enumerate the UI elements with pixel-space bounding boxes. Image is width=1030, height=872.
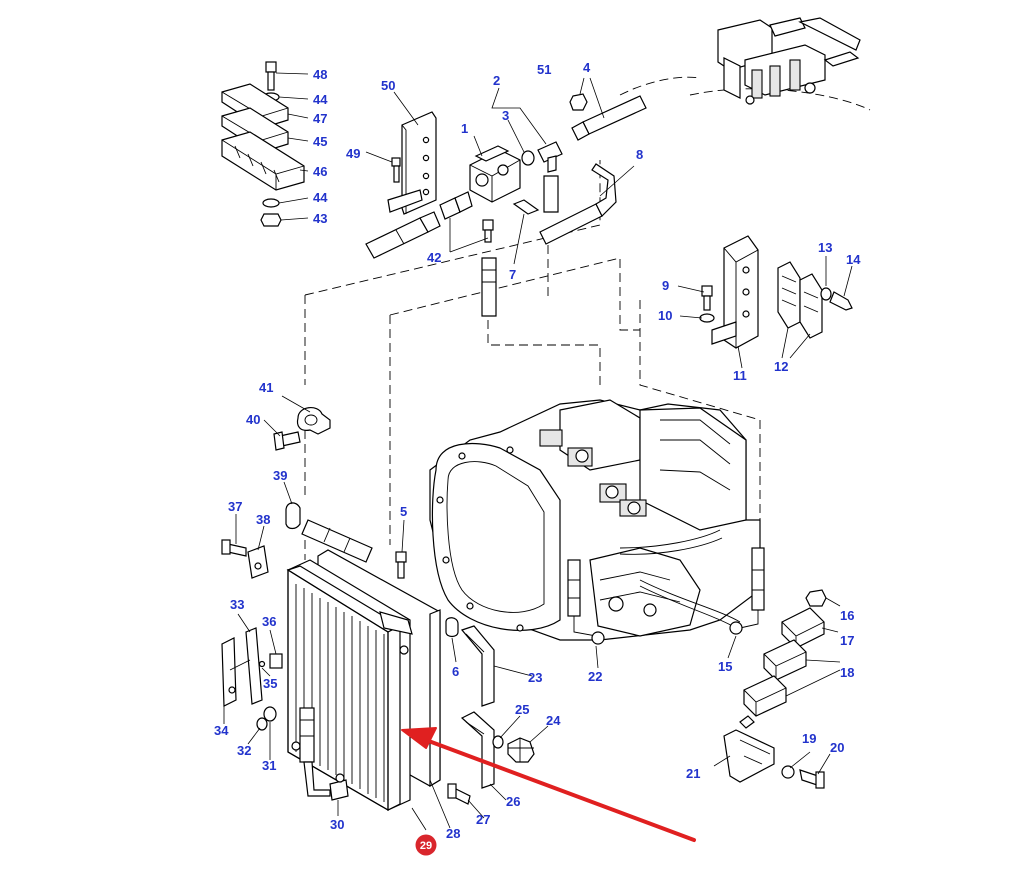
callout-17[interactable]: 17 <box>840 633 854 648</box>
bracket-11-group <box>677 235 853 369</box>
callout-27[interactable]: 27 <box>476 812 490 827</box>
callout-34[interactable]: 34 <box>214 723 229 738</box>
callout-9[interactable]: 9 <box>662 278 669 293</box>
callout-28[interactable]: 28 <box>446 826 460 841</box>
callout-4[interactable]: 4 <box>583 60 591 75</box>
callout-29-badge <box>415 834 437 856</box>
callout-29[interactable]: 29 <box>420 840 432 852</box>
cooler-brackets-left <box>221 613 283 760</box>
callout-14[interactable]: 14 <box>846 252 861 267</box>
callout-23[interactable]: 23 <box>528 670 542 685</box>
callout-2[interactable]: 2 <box>493 73 500 88</box>
callout-51[interactable]: 51 <box>537 62 551 77</box>
callout-31[interactable]: 31 <box>262 758 276 773</box>
callout-45[interactable]: 45 <box>313 134 327 149</box>
bracket-50 <box>365 91 437 215</box>
callout-24[interactable]: 24 <box>546 713 561 728</box>
callout-1[interactable]: 1 <box>461 121 468 136</box>
cooler-brackets-right <box>445 617 549 819</box>
callout-26[interactable]: 26 <box>506 794 520 809</box>
callout-18[interactable]: 18 <box>840 665 854 680</box>
transmission-housing <box>429 399 765 669</box>
callout-49[interactable]: 49 <box>346 146 360 161</box>
callout-8[interactable]: 8 <box>636 147 643 162</box>
valve-1-fittings <box>365 77 647 317</box>
cooler-fittings-left <box>221 395 407 579</box>
highlight-arrow <box>401 727 696 842</box>
callout-25[interactable]: 25 <box>515 702 529 717</box>
callout-32[interactable]: 32 <box>237 743 251 758</box>
callout-13[interactable]: 13 <box>818 240 832 255</box>
callout-5[interactable]: 5 <box>400 504 407 519</box>
callout-20[interactable]: 20 <box>830 740 844 755</box>
callout-33[interactable]: 33 <box>230 597 244 612</box>
callout-3[interactable]: 3 <box>502 108 509 123</box>
callout-30[interactable]: 30 <box>330 817 344 832</box>
callout-41[interactable]: 41 <box>259 380 273 395</box>
oil-cooler-29 <box>286 549 451 831</box>
callout-6[interactable]: 6 <box>452 664 459 679</box>
callout-48[interactable]: 48 <box>313 67 327 82</box>
callout-15[interactable]: 15 <box>718 659 732 674</box>
clamp-stack <box>221 61 309 227</box>
callout-39[interactable]: 39 <box>273 468 287 483</box>
valve-assembly-top-right <box>717 17 861 105</box>
callout-16[interactable]: 16 <box>840 608 854 623</box>
callout-11[interactable]: 11 <box>733 368 747 383</box>
callout-42[interactable]: 42 <box>427 250 441 265</box>
callout-37[interactable]: 37 <box>228 499 242 514</box>
callout-12[interactable]: 12 <box>774 359 788 374</box>
callout-43[interactable]: 43 <box>313 211 327 226</box>
lower-right-parts <box>713 589 841 789</box>
callout-19[interactable]: 19 <box>802 731 816 746</box>
callout-44-lower[interactable]: 44 <box>313 190 328 205</box>
callout-21[interactable]: 21 <box>686 766 700 781</box>
callout-35[interactable]: 35 <box>263 676 277 691</box>
callout-10[interactable]: 10 <box>658 308 672 323</box>
cooler-fins <box>295 584 385 802</box>
callout-22[interactable]: 22 <box>588 669 602 684</box>
assembly-guide-lines <box>304 76 871 560</box>
callout-labels: 1 2 3 4 5 6 7 8 9 10 11 12 13 14 15 16 1… <box>214 60 861 856</box>
callout-7[interactable]: 7 <box>509 267 516 282</box>
callout-38[interactable]: 38 <box>256 512 270 527</box>
callout-47[interactable]: 47 <box>313 111 327 126</box>
callout-46[interactable]: 46 <box>313 164 327 179</box>
callout-50[interactable]: 50 <box>381 78 395 93</box>
callout-44-upper[interactable]: 44 <box>313 92 328 107</box>
callout-40[interactable]: 40 <box>246 412 260 427</box>
callout-36[interactable]: 36 <box>262 614 276 629</box>
